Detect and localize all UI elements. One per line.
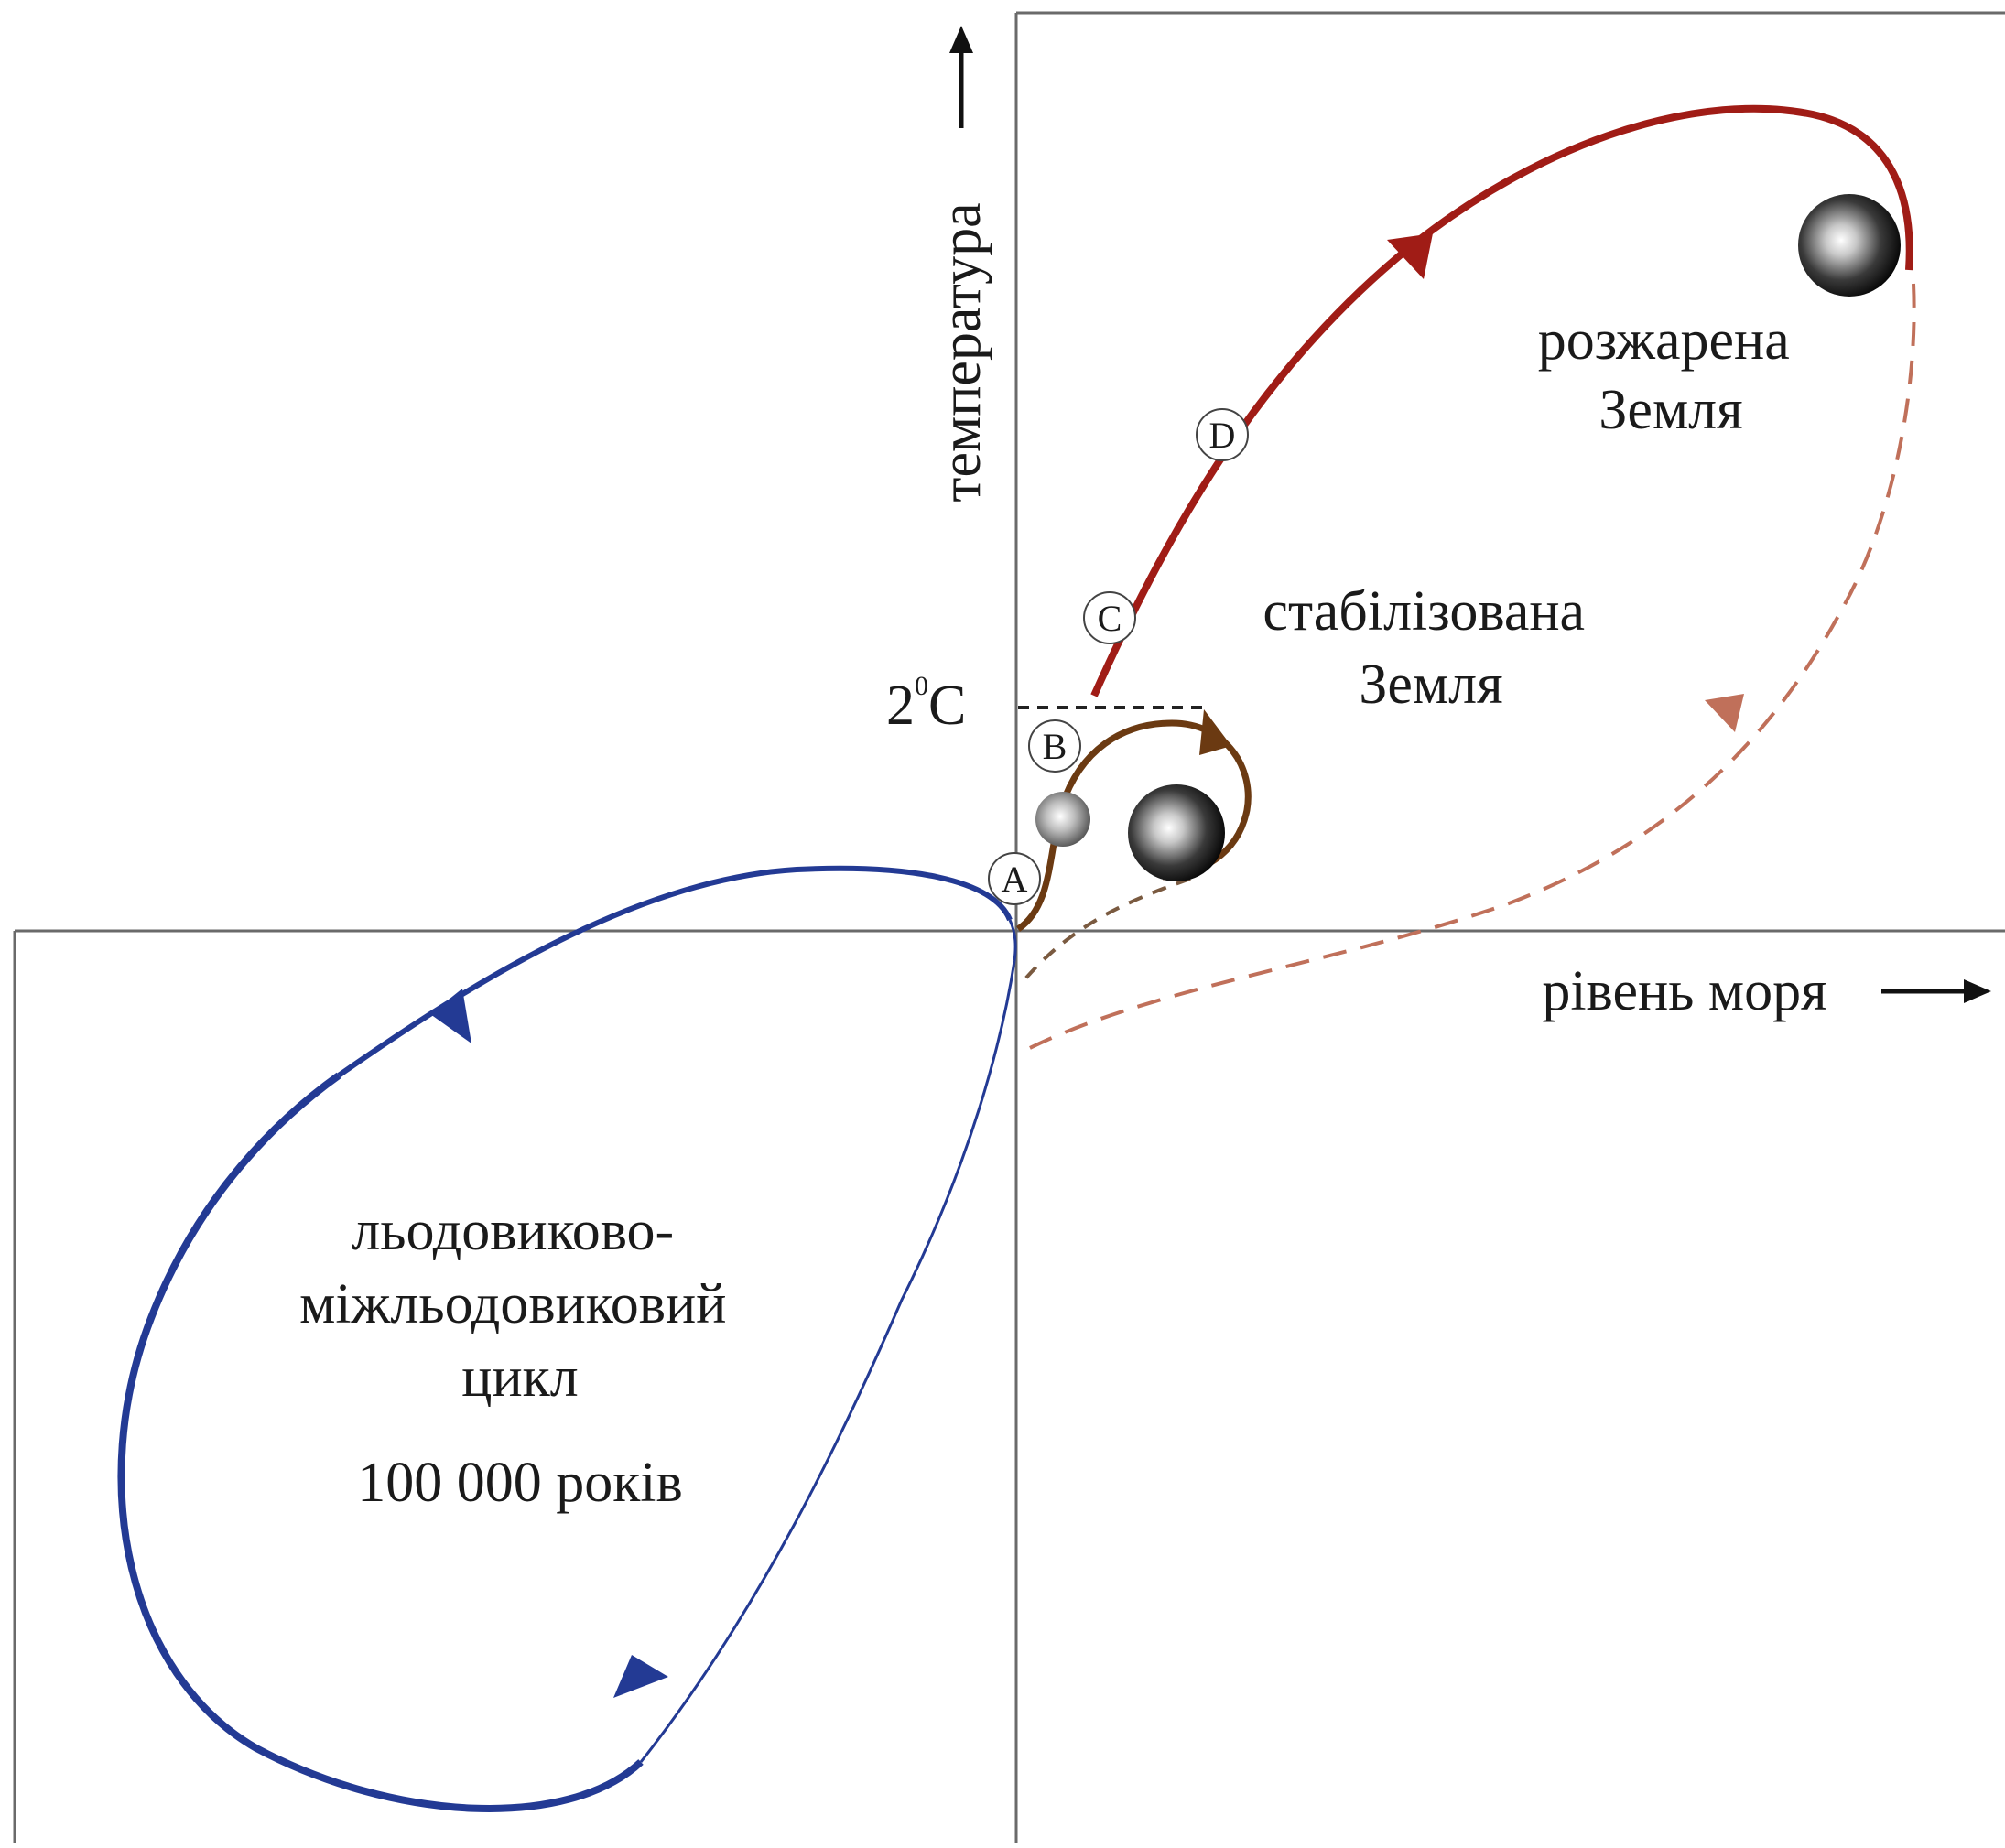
glacial-label-line2: міжльодовиковий bbox=[299, 1273, 726, 1335]
arrow-right-icon bbox=[1881, 979, 1991, 1003]
return-arrow-icon bbox=[1705, 694, 1744, 732]
stabilized-path bbox=[1015, 709, 1252, 932]
glacial-arrow-down-icon bbox=[613, 1655, 668, 1698]
glacial-loop-thick-lower bbox=[117, 1072, 644, 1812]
hothouse-label: розжарена Земля bbox=[1538, 309, 1804, 441]
glacial-cycle-label: льодовиково- міжльодовиковий цикл bbox=[299, 1200, 741, 1409]
glacial-loop-thin bbox=[639, 960, 1016, 1763]
earth-sphere-icon bbox=[1035, 792, 1090, 847]
hothouse-return-dashed bbox=[1020, 283, 1916, 1054]
point-label-d: D bbox=[1209, 415, 1236, 456]
stabilized-label: стабілізована Земля bbox=[1263, 580, 1599, 716]
hothouse-label-line1: розжарена bbox=[1538, 309, 1790, 372]
point-label-c: C bbox=[1098, 598, 1122, 639]
x-axis-title: рівень моря bbox=[1542, 960, 1826, 1022]
hothouse-arrow-icon bbox=[1387, 233, 1433, 279]
arrow-up-icon bbox=[949, 26, 973, 128]
threshold-superscript: 0 bbox=[915, 671, 928, 701]
earth-sphere-icon bbox=[1128, 784, 1225, 881]
point-marker-d: D bbox=[1196, 408, 1249, 461]
glacial-loop-thick-upper bbox=[337, 865, 1013, 1078]
stabilized-label-line1: стабілізована bbox=[1263, 580, 1585, 643]
point-marker-b: B bbox=[1028, 719, 1081, 773]
hothouse-path-line bbox=[1090, 104, 1913, 697]
stabilized-arrow-icon bbox=[1199, 709, 1231, 755]
axes bbox=[13, 11, 2005, 1843]
hothouse-path bbox=[1090, 104, 1913, 697]
point-label-b: B bbox=[1043, 726, 1068, 767]
point-marker-c: C bbox=[1083, 591, 1136, 644]
threshold-value: 2 bbox=[886, 675, 915, 737]
glacial-label-line3: цикл bbox=[461, 1346, 578, 1409]
point-marker-a: A bbox=[988, 852, 1041, 905]
stabilized-label-line2: Земля bbox=[1359, 654, 1502, 716]
glacial-label-line1: льодовиково- bbox=[352, 1200, 674, 1262]
glacial-arrow-up-icon bbox=[430, 989, 471, 1043]
glacial-cycle-loop bbox=[117, 865, 1017, 1812]
glacial-loop-thin-top bbox=[1008, 919, 1017, 962]
y-axis-title: температура bbox=[930, 202, 992, 502]
glacial-period-label: 100 000 років bbox=[357, 1452, 683, 1514]
threshold-unit: C bbox=[928, 675, 966, 737]
earth-sphere-icon bbox=[1798, 194, 1901, 297]
point-label-a: A bbox=[1002, 859, 1028, 900]
stabilized-path-line bbox=[1015, 719, 1252, 932]
threshold-label: 20C bbox=[886, 671, 966, 737]
hothouse-label-line2: Земля bbox=[1599, 379, 1742, 441]
dashed-return-paths bbox=[1019, 283, 1916, 1054]
